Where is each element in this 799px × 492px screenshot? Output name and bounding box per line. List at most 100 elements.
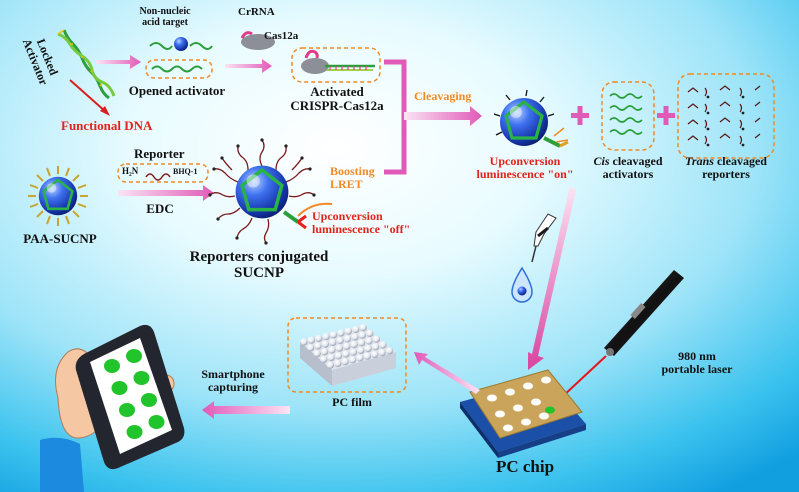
activated-crispr-box (291, 47, 381, 83)
pc-film-sphere (322, 333, 330, 341)
phone-green-well (148, 415, 165, 429)
phone-green-well (133, 371, 150, 385)
cis-rest: cleavaged activators (602, 154, 663, 181)
pc-film-sphere (363, 352, 371, 360)
pc-film-sphere (350, 341, 358, 349)
phone-green-well (141, 393, 157, 407)
pc-film-sphere (378, 349, 386, 357)
reporters-conjugated-sucnp-icon (208, 138, 333, 245)
bhq1-label: BHQ-1 (173, 167, 198, 176)
non-nucleic-target-label: Non-nucleic acid target (139, 6, 191, 28)
pc-film-sphere (343, 342, 351, 350)
pc-film-sphere (365, 337, 373, 345)
pc-film-sphere (372, 335, 380, 343)
pc-film-sphere (359, 324, 367, 332)
cis-cleavaged-label: Cis cleavaged activators (586, 155, 670, 180)
cis-activators-box (601, 81, 655, 151)
functional-dna-arrowhead (100, 106, 110, 116)
arrow-to-opened-activator (96, 55, 141, 69)
pc-film-sphere (328, 346, 336, 354)
activated-crispr-icon (301, 49, 375, 74)
activated-crispr-label: Activated CRISPR-Cas12a (290, 84, 384, 113)
pc-film-sphere (366, 329, 374, 337)
pc-film-sphere (313, 350, 321, 358)
pc-film-sphere (342, 350, 350, 358)
phone-green-well (119, 403, 135, 417)
cis-prefix: Cis (593, 154, 610, 168)
paa-sucnp-icon (28, 166, 88, 226)
pc-film-sphere (335, 352, 343, 360)
pc-film-sphere (307, 336, 315, 344)
phone-green-well (111, 381, 128, 395)
pipette-icon (531, 213, 557, 263)
edc-label: EDC (146, 201, 174, 216)
trans-reporters-box (677, 73, 775, 159)
pc-film-sphere (379, 341, 387, 349)
pc-film-sphere (349, 348, 357, 356)
functional-dna-label: Functional DNA (61, 118, 153, 133)
upconversion-off-label: Upconversion luminescence "off" (312, 209, 411, 236)
pc-film-sphere (344, 327, 352, 335)
plus-icon (657, 106, 675, 125)
pc-film-sphere (330, 331, 338, 339)
pc-film-sphere (351, 333, 359, 341)
pc-film-sphere (372, 343, 380, 351)
cleavaging-arrow (404, 106, 482, 126)
arrow-to-smartphone (202, 401, 290, 419)
pc-film-sphere (371, 350, 379, 358)
phone-green-well (126, 425, 143, 439)
pc-film-sphere (336, 337, 344, 345)
pc-chip-label: PC chip (495, 457, 555, 476)
pc-film-sphere (334, 359, 342, 367)
pc-film-sphere (364, 345, 372, 353)
pc-film-sphere (337, 329, 345, 337)
opened-activator-strand (151, 65, 203, 73)
pc-film-sphere (344, 335, 352, 343)
upconversion-on-icon (493, 89, 569, 148)
pc-film-sphere (352, 325, 360, 333)
pc-film-sphere (357, 346, 365, 354)
cis-activators-strands (609, 93, 643, 135)
pc-film-sphere (314, 342, 322, 350)
trans-reporters-dots (706, 95, 745, 147)
pc-film-sphere (356, 354, 364, 362)
pc-film-label: PC film (332, 395, 372, 409)
edc-arrow (118, 185, 214, 201)
trans-rest: cleavaged reporters (702, 154, 767, 181)
cas12a-label: Cas12a (264, 30, 299, 42)
boosting-lret-label: Boosting LRET (330, 164, 375, 191)
locked-activator-helix (57, 29, 116, 100)
opened-activator-box (145, 59, 213, 79)
pc-film-sphere (315, 334, 323, 342)
reporters-conjugated-label: Reporters conjugated SUCNP (189, 249, 329, 281)
arrow-to-crispr (225, 59, 272, 73)
pc-film-sphere (341, 358, 349, 366)
pc-film-sphere (349, 356, 357, 364)
pc-film-icon (300, 324, 396, 386)
pc-film-sphere (326, 361, 334, 369)
pc-film-box (287, 317, 407, 393)
laser-label: 980 nm portable laser (661, 349, 733, 376)
target-activator-complex-icon (149, 37, 213, 51)
paa-sucnp-label: PAA-SUCNP (23, 231, 97, 246)
reporter-label: Reporter (134, 146, 185, 161)
cleavaging-label: Cleavaging (414, 89, 472, 103)
pc-film-sphere (358, 339, 366, 347)
phone-green-well (104, 359, 120, 373)
arrow-to-pc-chip (528, 186, 576, 370)
pc-film-sphere (386, 347, 394, 355)
pc-film-sphere (307, 344, 315, 352)
pc-film-sphere (327, 354, 335, 362)
opened-activator-label: Opened activator (128, 83, 226, 98)
smartphone-capturing-label: Smartphone capturing (201, 367, 265, 394)
trans-reporters-fragments (687, 85, 761, 145)
pc-film-sphere (300, 338, 308, 346)
pc-film-sphere (320, 355, 328, 363)
trans-cleavaged-label: Trans cleavaged reporters (672, 155, 780, 180)
reporter-strand (145, 173, 171, 181)
plus-icon (571, 106, 589, 125)
phone-green-well (126, 349, 142, 363)
reporter-box (117, 163, 209, 183)
